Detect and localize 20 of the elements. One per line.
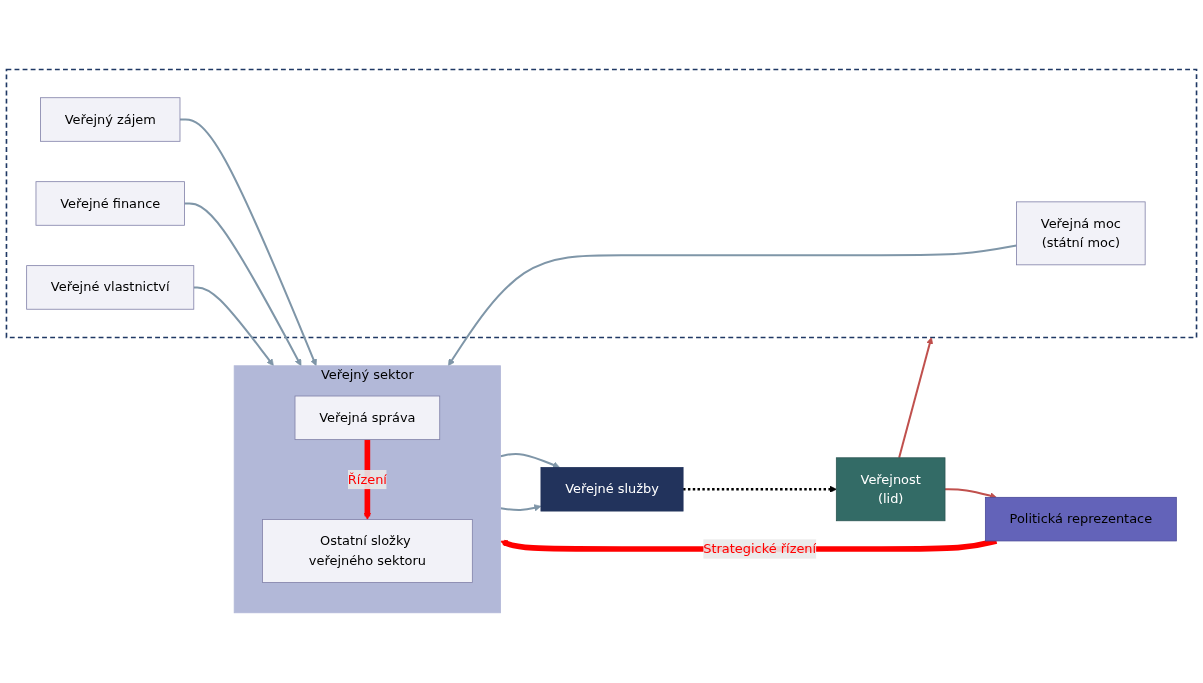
node-box: Veřejná správa <box>294 396 441 441</box>
arrow <box>898 337 934 459</box>
node-box: Veřejnost (lid) <box>835 457 946 522</box>
node-box: Politická reprezentace <box>984 497 1177 542</box>
node-box: Veřejné služby <box>540 467 684 512</box>
arrow <box>683 486 837 494</box>
edge-label: Řízení <box>347 471 387 488</box>
arrow <box>500 453 560 469</box>
arrow <box>193 286 274 367</box>
node-box: Veřejné finance <box>35 181 185 227</box>
node-box: Veřejný zájem <box>40 97 181 143</box>
node-box: Ostatní složky veřejného sektoru <box>262 519 473 584</box>
arrow <box>447 244 1017 367</box>
node-box: Veřejné vlastnictví <box>26 265 195 310</box>
node-box: Veřejná moc (státní moc) <box>1016 201 1146 266</box>
arrow <box>184 202 302 367</box>
edge-label: Strategické řízení <box>703 541 817 557</box>
cluster <box>5 69 1198 339</box>
arrow <box>180 118 317 367</box>
arrow <box>500 504 542 512</box>
